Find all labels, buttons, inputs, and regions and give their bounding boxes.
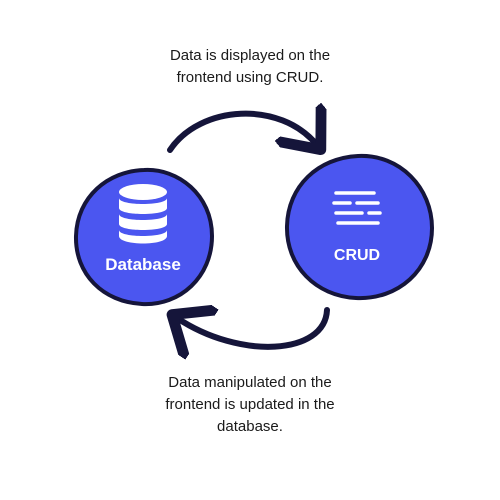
top-caption: Data is displayed on the frontend using … bbox=[0, 45, 500, 89]
bottom-caption-line-2: frontend is updated in the bbox=[165, 396, 335, 413]
bottom-arrow bbox=[177, 310, 330, 347]
database-node: Database bbox=[73, 167, 215, 307]
bottom-caption: Data manipulated on the frontend is upda… bbox=[0, 372, 500, 438]
bottom-caption-line-3: database. bbox=[217, 418, 283, 435]
list-lines-icon bbox=[332, 191, 382, 225]
crud-label: CRUD bbox=[334, 247, 380, 264]
crud-node: CRUD bbox=[284, 153, 435, 301]
top-arrow bbox=[167, 114, 317, 150]
top-caption-line-1: Data is displayed on the bbox=[169, 47, 331, 64]
database-label: Database bbox=[105, 255, 181, 274]
database-icon bbox=[119, 184, 167, 244]
bottom-caption-line-1: Data manipulated on the bbox=[168, 374, 332, 391]
crud-node-circle bbox=[284, 153, 435, 301]
top-caption-line-2: frontend using CRUD. bbox=[176, 69, 324, 86]
